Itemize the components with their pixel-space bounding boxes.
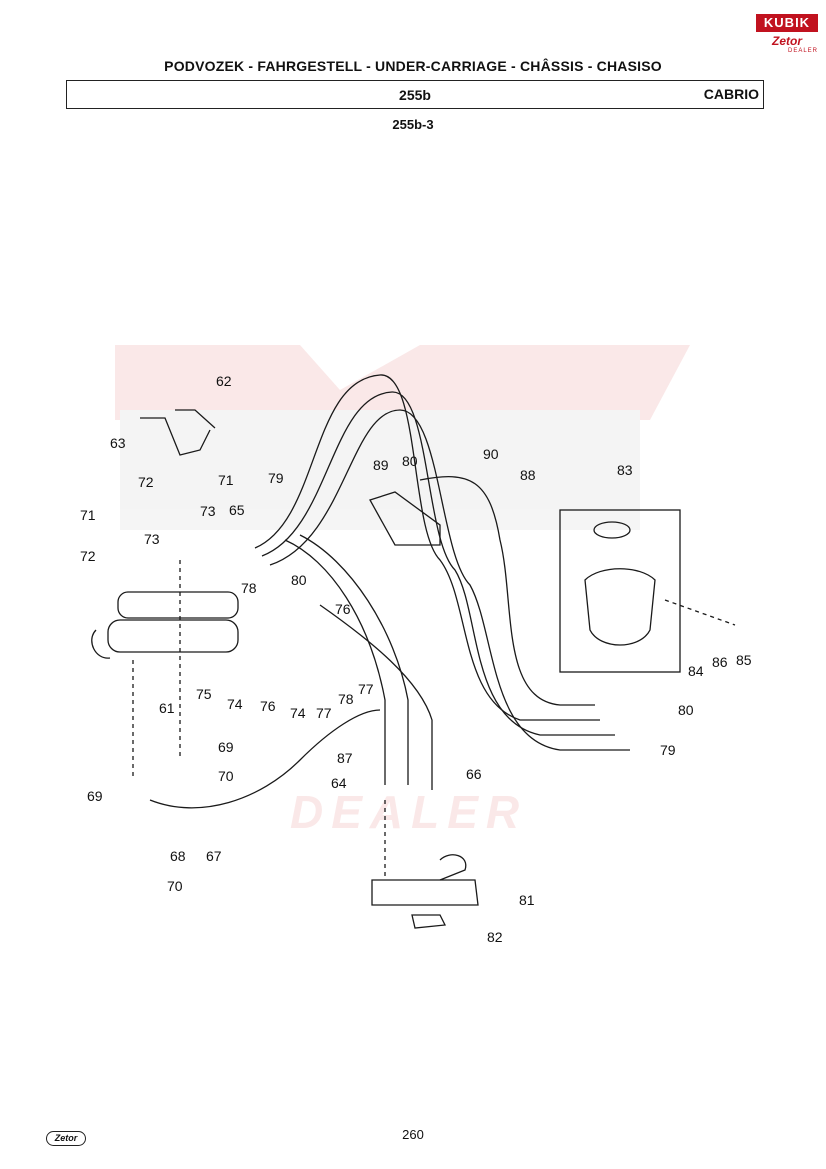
hose-67 bbox=[149, 709, 381, 809]
cylinder-61b bbox=[117, 591, 239, 619]
cylinder-flange bbox=[91, 629, 111, 659]
plate-81-tab bbox=[439, 854, 467, 881]
callout-84: 84 bbox=[688, 663, 704, 679]
page-title: PODVOZEK - FAHRGESTELL - UNDER-CARRIAGE … bbox=[164, 58, 662, 74]
reservoir-83 bbox=[584, 568, 656, 646]
section-code: 255b bbox=[399, 87, 431, 103]
axis-line-d bbox=[664, 599, 736, 626]
callout-79b: 79 bbox=[660, 742, 676, 758]
callout-73: 73 bbox=[200, 503, 216, 519]
callout-78: 78 bbox=[241, 580, 257, 596]
callout-73b: 73 bbox=[144, 531, 160, 547]
callout-65: 65 bbox=[229, 502, 245, 518]
logo-brand-bar: KUBIK bbox=[756, 14, 818, 32]
callout-82: 82 bbox=[487, 929, 503, 945]
callout-71: 71 bbox=[218, 472, 234, 488]
callout-86: 86 bbox=[712, 654, 728, 670]
page-number: 260 bbox=[402, 1127, 424, 1142]
callout-77b: 77 bbox=[358, 681, 374, 697]
watermark-letters bbox=[120, 410, 640, 530]
callout-64: 64 bbox=[331, 775, 347, 791]
plate-81 bbox=[371, 879, 479, 906]
callout-72b: 72 bbox=[80, 548, 96, 564]
diagram-lines bbox=[91, 374, 736, 929]
callout-80: 80 bbox=[402, 453, 418, 469]
callout-80c: 80 bbox=[678, 702, 694, 718]
pipe-62 bbox=[140, 417, 211, 456]
callout-79: 79 bbox=[268, 470, 284, 486]
callout-74: 74 bbox=[227, 696, 243, 712]
footer-zetor-logo: Zetor bbox=[46, 1131, 86, 1146]
callout-85: 85 bbox=[736, 652, 752, 668]
section-code-box: 255b CABRIO bbox=[66, 80, 764, 109]
watermark: DEALER bbox=[115, 345, 690, 838]
hose-64b bbox=[299, 534, 409, 785]
callout-69: 69 bbox=[218, 739, 234, 755]
callout-76: 76 bbox=[335, 601, 351, 617]
callout-63: 63 bbox=[110, 435, 126, 451]
logo-brand-tag: DEALER bbox=[787, 48, 818, 54]
variant-label: CABRIO bbox=[703, 86, 759, 102]
callout-76b: 76 bbox=[260, 698, 276, 714]
callout-81: 81 bbox=[519, 892, 535, 908]
clip-82 bbox=[411, 914, 447, 929]
watermark-band bbox=[115, 345, 690, 420]
callout-83: 83 bbox=[617, 462, 633, 478]
callout-77: 77 bbox=[316, 705, 332, 721]
cylinder-61a bbox=[107, 619, 239, 653]
callout-69b: 69 bbox=[87, 788, 103, 804]
callout-70: 70 bbox=[218, 768, 234, 784]
kubik-zetor-logo: KUBIK Zetor DEALER bbox=[756, 14, 818, 62]
hose-90 bbox=[419, 476, 595, 706]
reservoir-cap bbox=[593, 521, 631, 539]
hose-64a bbox=[284, 539, 386, 785]
hose-79b bbox=[261, 391, 615, 736]
callout-66: 66 bbox=[466, 766, 482, 782]
callout-67: 67 bbox=[206, 848, 222, 864]
hose-79c bbox=[269, 409, 630, 751]
pipe-63 bbox=[175, 409, 216, 429]
callout-62: 62 bbox=[216, 373, 232, 389]
watermark-text: DEALER bbox=[290, 786, 527, 838]
hose-66 bbox=[319, 604, 433, 790]
bracket-89 bbox=[369, 491, 441, 546]
callout-70b: 70 bbox=[167, 878, 183, 894]
hose-79 bbox=[254, 374, 600, 721]
callout-71b: 71 bbox=[80, 507, 96, 523]
callout-87: 87 bbox=[337, 750, 353, 766]
reservoir-box bbox=[559, 509, 681, 673]
callout-74b: 74 bbox=[290, 705, 306, 721]
callout-88: 88 bbox=[520, 467, 536, 483]
callout-75: 75 bbox=[196, 686, 212, 702]
callout-78b: 78 bbox=[338, 691, 354, 707]
callout-90: 90 bbox=[483, 446, 499, 462]
callout-80b: 80 bbox=[291, 572, 307, 588]
callout-61: 61 bbox=[159, 700, 175, 716]
callout-89: 89 bbox=[373, 457, 389, 473]
callout-68: 68 bbox=[170, 848, 186, 864]
callout-72: 72 bbox=[138, 474, 154, 490]
logo-brand-script: Zetor bbox=[772, 34, 802, 48]
callout-labels: 62 63 71 71 72 72 73 73 65 79 89 80 90 8… bbox=[80, 373, 752, 945]
diagram-code: 255b-3 bbox=[392, 117, 434, 132]
